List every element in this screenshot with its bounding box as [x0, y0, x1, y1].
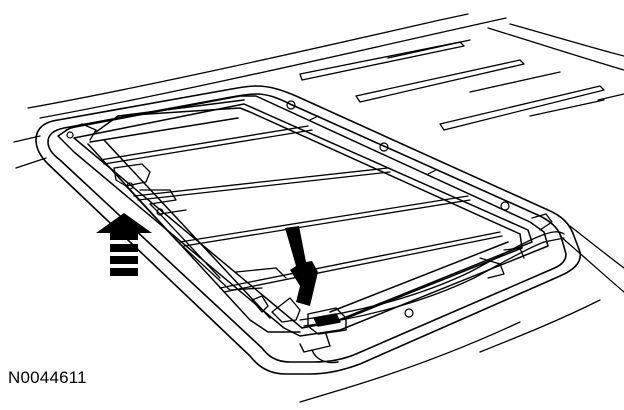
- left-side-rail: [65, 123, 301, 323]
- glass-panel: [99, 125, 503, 293]
- fastener-hole: [500, 201, 510, 211]
- drain-cable: [299, 213, 565, 327]
- figure-id-label: N0044611: [8, 368, 87, 387]
- fastener-hole: [404, 308, 414, 318]
- vehicle-front-arrow-icon: [96, 213, 152, 276]
- fastener-hole: [156, 208, 164, 216]
- fastener-hole: [66, 131, 74, 139]
- motor-bracket: [299, 307, 347, 364]
- fastener-holes: [66, 100, 510, 318]
- roof-panel: [13, 13, 624, 403]
- roof-ribs: [299, 39, 605, 131]
- fastener-hole: [379, 142, 389, 152]
- fastener-hole: [286, 100, 296, 110]
- fastener-hole: [126, 182, 134, 190]
- callout-arrow-icon: [285, 226, 318, 306]
